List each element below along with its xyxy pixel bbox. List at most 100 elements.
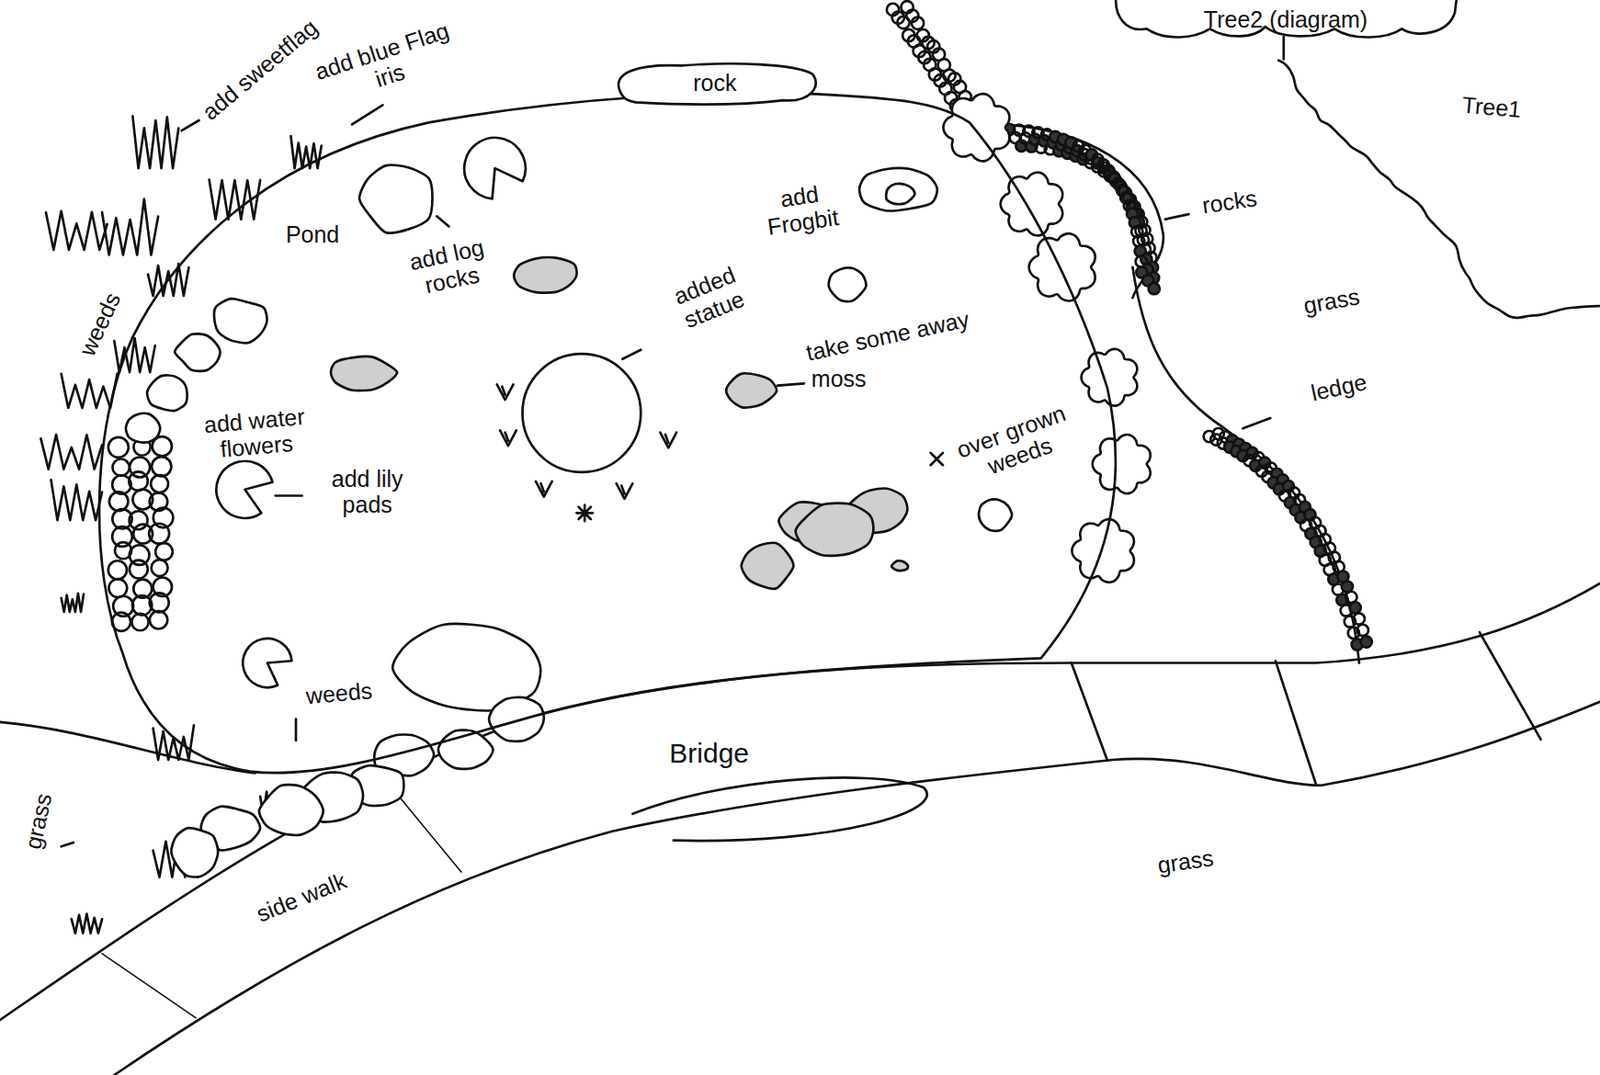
flower-mark: [499, 430, 517, 446]
grass-tuft: [51, 479, 103, 521]
stone: [978, 499, 1012, 532]
leader-line: [351, 104, 383, 125]
grass-tuft: [147, 263, 189, 296]
map-label: side walk: [249, 867, 352, 929]
stone: [438, 730, 494, 770]
pebble: [896, 16, 909, 29]
flower-mark: [497, 384, 514, 400]
leader-line: [622, 350, 641, 360]
pebble: [151, 559, 169, 577]
map-label: grass: [1153, 845, 1218, 880]
shape-outline: [1112, 0, 1460, 44]
leader-line: [181, 120, 200, 131]
bush: [942, 93, 1010, 161]
map-label: grass: [20, 788, 58, 854]
pebble: [112, 612, 131, 632]
leader-line: [295, 719, 298, 741]
leader-line: [1242, 418, 1271, 429]
map-label: Bridge: [666, 737, 752, 769]
stone: [170, 828, 218, 877]
leader-line: [61, 842, 74, 847]
pebble: [151, 456, 171, 477]
grass-tuft: [209, 180, 261, 220]
stone: [214, 298, 267, 343]
moss-patch: [726, 373, 777, 408]
map-label: add water flowers: [183, 402, 327, 466]
grass-tuft: [40, 434, 103, 470]
pebble: [112, 459, 129, 477]
map-label: added statue: [649, 254, 769, 342]
leader-line: [1165, 214, 1190, 220]
tree-stem: [1282, 36, 1285, 59]
pond-outline: [99, 92, 1116, 773]
pebble: [1148, 283, 1160, 295]
ground-lines: [0, 36, 1600, 1075]
shape-outline: [81, 81, 1144, 796]
pebble: [1361, 635, 1373, 647]
stone: [147, 374, 188, 411]
stone: [828, 268, 867, 302]
pebble: [109, 491, 129, 511]
map-label: Tree1: [1458, 91, 1526, 124]
grass-tuft: [102, 199, 159, 256]
area-name: Pond: [285, 222, 340, 249]
area-name: rock: [692, 70, 737, 97]
lily-pad: [242, 638, 292, 688]
map-label: add sweetflag: [195, 11, 325, 126]
weed-mark: [930, 453, 943, 466]
map-label: ledge: [1305, 368, 1372, 407]
stone: [174, 333, 220, 372]
leader-line: [436, 215, 449, 227]
map-label: weeds: [301, 678, 375, 710]
stone: [885, 183, 915, 205]
leader-line: [777, 383, 805, 386]
grass-tuft: [71, 914, 103, 934]
map-label: add log rocks: [391, 231, 508, 304]
statue: [521, 353, 641, 473]
flower-mark: [535, 481, 553, 498]
pebble: [108, 560, 127, 579]
map-label: add Frogbit: [744, 176, 859, 242]
pebble: [149, 611, 168, 629]
tree-edge: [1278, 60, 1600, 318]
pebble: [108, 578, 127, 598]
pond-outline: Pond: [81, 81, 1144, 796]
grass-tuft: [290, 136, 321, 169]
pebble: [148, 523, 170, 545]
slab-joint: [1275, 660, 1317, 785]
leader-line: [275, 494, 303, 498]
grass-tuft: [113, 338, 155, 373]
path-edge: [113, 702, 1600, 1075]
map-label: weeds: [73, 286, 127, 364]
moss-patch: [741, 543, 795, 590]
slab-joint: [1071, 663, 1108, 761]
sketch-details: [40, 0, 1600, 934]
bush: [1029, 233, 1096, 301]
map-label: grass: [1299, 283, 1365, 319]
tree-canopy: [1115, 0, 1457, 37]
bush: [1000, 172, 1064, 237]
pebble: [911, 17, 924, 30]
bank-line: [0, 722, 256, 774]
stone: [259, 784, 324, 836]
stone: [359, 165, 432, 234]
flower-mark: [616, 483, 634, 500]
pebble: [108, 437, 129, 458]
map-label: add blue Flag iris: [302, 14, 469, 113]
pebble: [129, 560, 148, 579]
bush: [1081, 349, 1138, 407]
stone: [125, 413, 160, 443]
map-label: take some away: [801, 306, 975, 368]
tree-canopy: Tree2 (diagram): [1112, 0, 1460, 44]
pebble: [150, 475, 169, 493]
stone: [488, 697, 545, 742]
moss-patch: [513, 257, 577, 293]
map-label: add lily pads: [303, 466, 432, 518]
bridge-shadow: [632, 777, 927, 841]
grass-tuft: [153, 725, 194, 761]
pebble: [131, 613, 148, 631]
bush: [1092, 434, 1151, 494]
